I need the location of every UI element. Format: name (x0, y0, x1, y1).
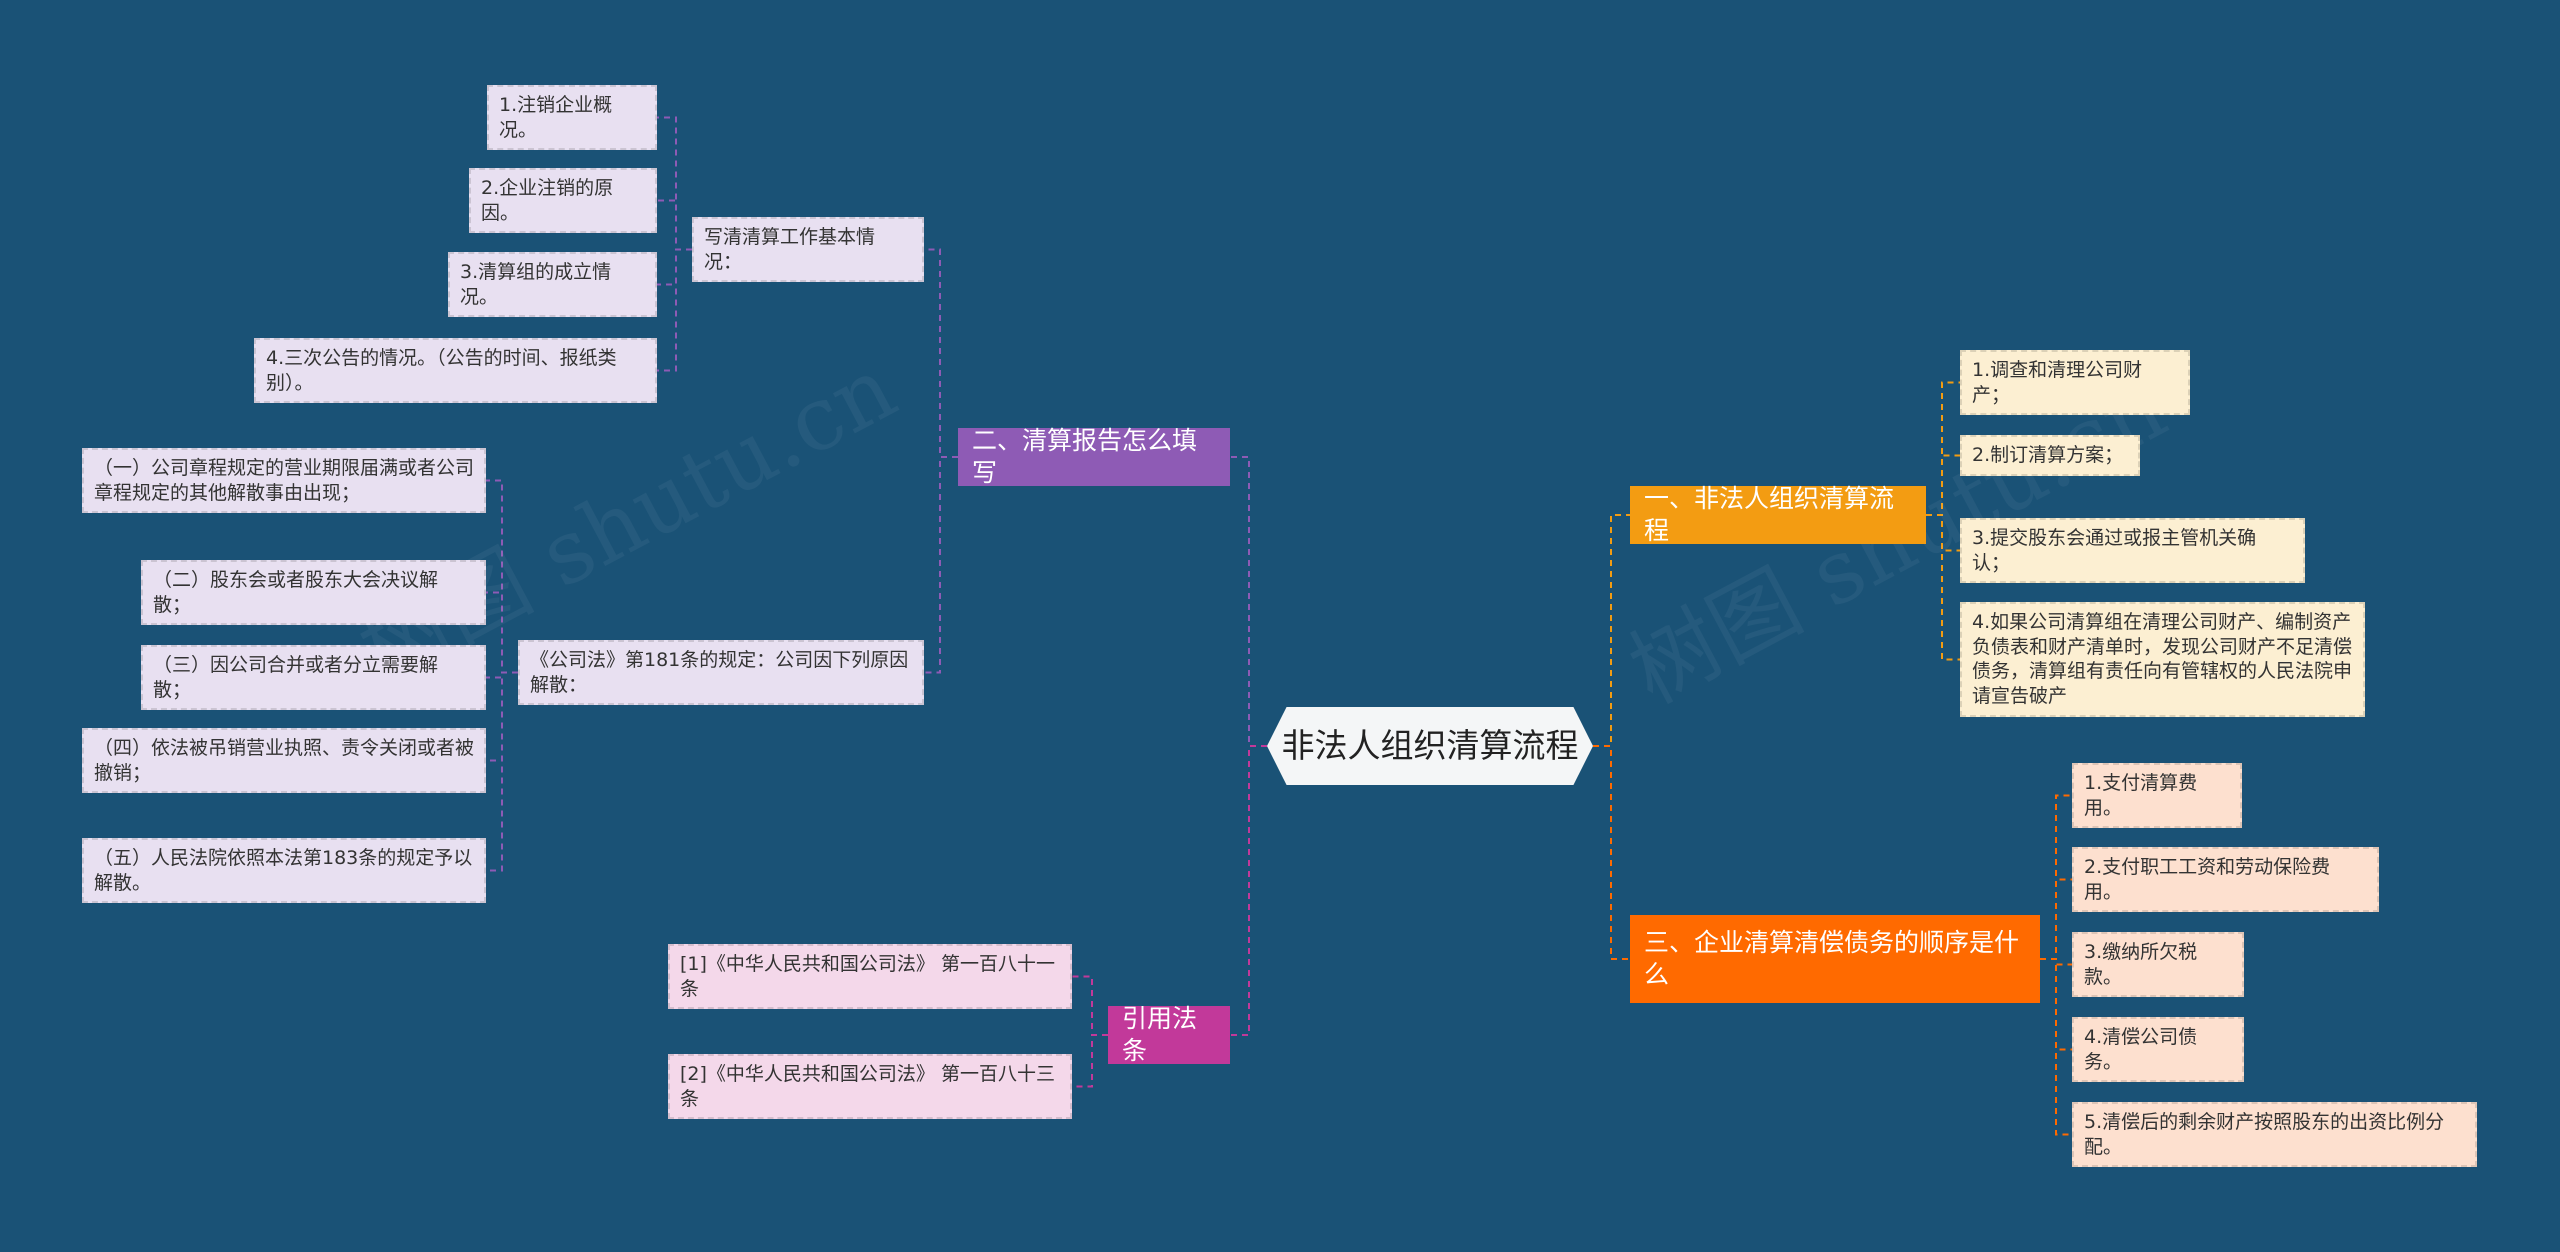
connector-b2-1-3 (657, 248, 692, 286)
branch-node-b1[interactable]: 一、非法人组织清算流程 (1630, 484, 1926, 545)
leaf-b1-3[interactable]: 3.提交股东会通过或报主管机关确认； (1960, 518, 2305, 584)
connector-root-b1 (1593, 514, 1630, 747)
connector-b2-2-1 (486, 479, 518, 674)
connector-b2-2-2 (486, 591, 518, 674)
leaf-b2-2-2[interactable]: （二）股东会或者股东大会决议解散； (141, 560, 486, 626)
leaf-b3-2[interactable]: 2.支付职工工资和劳动保险费用。 (2072, 847, 2379, 913)
sub-b2-2[interactable]: 《公司法》第181条的规定：公司因下列原因解散： (518, 640, 924, 706)
leaf-b2-1-2[interactable]: 2.企业注销的原因。 (469, 168, 657, 234)
leaf-b3-5[interactable]: 5.清偿后的剩余财产按照股东的出资比例分配。 (2072, 1102, 2477, 1168)
branch-node-b4[interactable]: 引用法条 (1108, 1004, 1230, 1065)
leaf-b3-3[interactable]: 3.缴纳所欠税款。 (2072, 932, 2244, 998)
connector-b1-2 (1926, 454, 1960, 516)
connector-b4-1 (1072, 975, 1108, 1036)
leaf-b2-2-5[interactable]: （五）人民法院依照本法第183条的规定予以解散。 (82, 838, 486, 904)
connector-b3-4 (2040, 958, 2072, 1051)
connector-b1-4 (1926, 514, 1960, 661)
branch-node-b2[interactable]: 二、清算报告怎么填写 (958, 426, 1230, 487)
leaf-b2-1-4[interactable]: 4.三次公告的情况。（公告的时间、报纸类别）。 (254, 338, 657, 404)
leaf-b1-1[interactable]: 1.调查和清理公司财产； (1960, 350, 2190, 416)
leaf-b2-2-4[interactable]: （四）依法被吊销营业执照、责令关闭或者被撤销； (82, 728, 486, 794)
connector-root-b3 (1593, 745, 1630, 960)
connector-b2-sub2 (924, 456, 958, 674)
connector-b2-1-4 (657, 248, 692, 372)
leaf-b2-2-3[interactable]: （三）因公司合并或者分立需要解散； (141, 645, 486, 711)
connector-b2-1-1 (657, 116, 692, 251)
root-node[interactable]: 非法人组织清算流程 (1267, 707, 1593, 785)
leaf-b2-1-1[interactable]: 1.注销企业概况。 (487, 85, 657, 151)
sub-b2-1[interactable]: 写清清算工作基本情况： (692, 217, 924, 283)
connector-b3-2 (2040, 878, 2072, 960)
connector-root-b2 (1230, 456, 1267, 747)
leaf-b1-4[interactable]: 4.如果公司清算组在清理公司财产、编制资产负债表和财产清单时，发现公司财产不足清… (1960, 602, 2365, 717)
leaf-b4-1[interactable]: [1]《中华人民共和国公司法》 第一百八十一条 (668, 944, 1072, 1010)
leaf-b4-2[interactable]: [2]《中华人民共和国公司法》 第一百八十三条 (668, 1054, 1072, 1120)
connector-b3-1 (2040, 794, 2072, 960)
connector-b2-sub1 (924, 248, 958, 458)
connector-b4-2 (1072, 1034, 1108, 1088)
connector-b2-2-5 (486, 671, 518, 872)
connector-b2-1-2 (657, 199, 692, 251)
branch-node-b3[interactable]: 三、企业清算清偿债务的顺序是什么 (1630, 915, 2040, 1003)
leaf-b3-1[interactable]: 1.支付清算费用。 (2072, 763, 2242, 829)
connector-root-b4 (1230, 745, 1267, 1036)
leaf-b1-2[interactable]: 2.制订清算方案； (1960, 435, 2140, 476)
connector-b3-5 (2040, 958, 2072, 1136)
leaf-b2-2-1[interactable]: （一）公司章程规定的营业期限届满或者公司章程规定的其他解散事由出现； (82, 448, 486, 514)
leaf-b3-4[interactable]: 4.清偿公司债务。 (2072, 1017, 2244, 1083)
leaf-b2-1-3[interactable]: 3.清算组的成立情况。 (448, 252, 657, 318)
connector-b1-1 (1926, 381, 1960, 516)
